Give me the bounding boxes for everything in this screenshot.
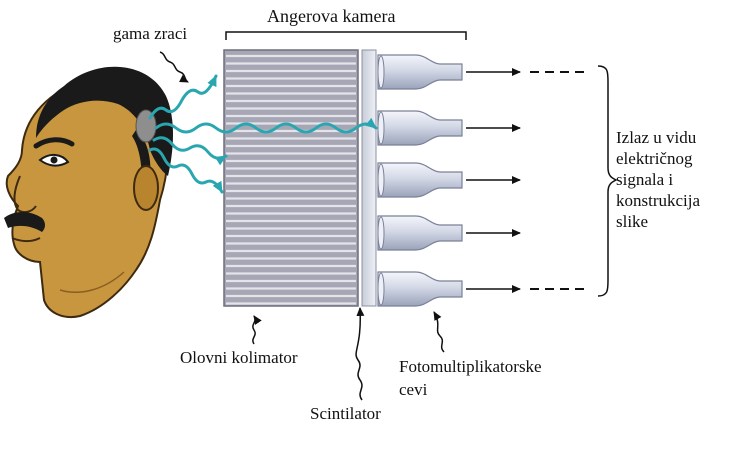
photomultiplier-tube-icon (377, 271, 463, 307)
tube-window (377, 55, 385, 89)
gamma-ray (154, 117, 378, 134)
gamma-ray (148, 74, 218, 120)
output-brace (597, 65, 618, 297)
gamma-rays (148, 74, 378, 194)
gamma-ray (148, 147, 224, 194)
scintillator-label: Scintilator (310, 404, 381, 423)
mouth (11, 237, 41, 242)
photomultiplier-tube-icon (377, 215, 463, 251)
collimator-label: Olovni kolimator (180, 348, 298, 367)
camera-label: Angerova kamera (267, 6, 396, 26)
photomultiplier-tubes (377, 54, 463, 307)
tube-window (377, 163, 385, 197)
pmt-label-line2: cevi (399, 380, 428, 399)
tube-window (377, 111, 385, 145)
photomultiplier-tube-icon (377, 162, 463, 198)
tube-window (377, 216, 385, 250)
photomultiplier-tube-icon (377, 110, 463, 146)
output-signal-arrows (466, 68, 584, 293)
output-label-line: signala i (616, 170, 674, 189)
output-label-line: Izlaz u vidu (616, 128, 697, 147)
nose (13, 175, 37, 214)
brow (33, 137, 75, 149)
scintillator-crystal (361, 49, 377, 307)
output-label-line: konstrukcija (616, 191, 701, 210)
hair (36, 66, 173, 176)
output-label: Izlaz u vidu električnog signala i konst… (616, 127, 748, 232)
tube-window (377, 272, 385, 306)
label-pointers (159, 51, 445, 401)
gamma-ray (152, 136, 228, 166)
camera-bracket (225, 31, 467, 40)
output-label-line: slike (616, 212, 649, 231)
mustache (4, 212, 45, 232)
gamma-rays-label: gama zraci (113, 24, 188, 43)
lead-collimator (223, 49, 359, 307)
jaw (59, 271, 125, 293)
photomultiplier-tube-icon (377, 54, 463, 90)
ear (133, 165, 159, 211)
pmt-label-line1: Fotomultiplikatorske (399, 357, 542, 376)
output-label-line: električnog (616, 149, 693, 168)
head-icon (4, 66, 173, 318)
